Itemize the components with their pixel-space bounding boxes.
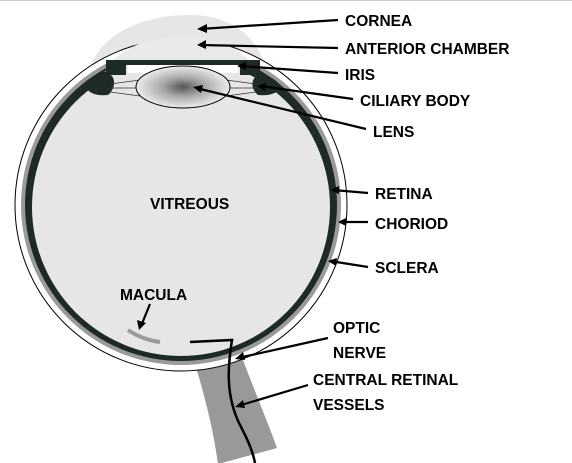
label-iris: IRIS bbox=[345, 67, 375, 84]
label-optic-nerve-line2: NERVE bbox=[333, 345, 386, 362]
label-lens: LENS bbox=[373, 124, 414, 141]
label-choroid: CHORIOD bbox=[375, 216, 448, 233]
label-sclera: SCLERA bbox=[375, 260, 439, 277]
label-retina: RETINA bbox=[375, 186, 433, 203]
label-anterior-chamber: ANTERIOR CHAMBER bbox=[345, 41, 509, 58]
label-ciliary-body: CILIARY BODY bbox=[360, 93, 471, 110]
label-cornea: CORNEA bbox=[345, 13, 412, 30]
label-macula: MACULA bbox=[120, 287, 187, 304]
label-vitreous: VITREOUS bbox=[150, 196, 229, 213]
iris-top-band bbox=[106, 60, 260, 65]
lens-shape bbox=[136, 66, 230, 108]
label-central-retinal-vessels-line2: VESSELS bbox=[313, 397, 385, 414]
label-central-retinal-vessels-line1: CENTRAL RETINAL bbox=[313, 372, 458, 389]
label-optic-nerve-line1: OPTIC bbox=[333, 320, 380, 337]
